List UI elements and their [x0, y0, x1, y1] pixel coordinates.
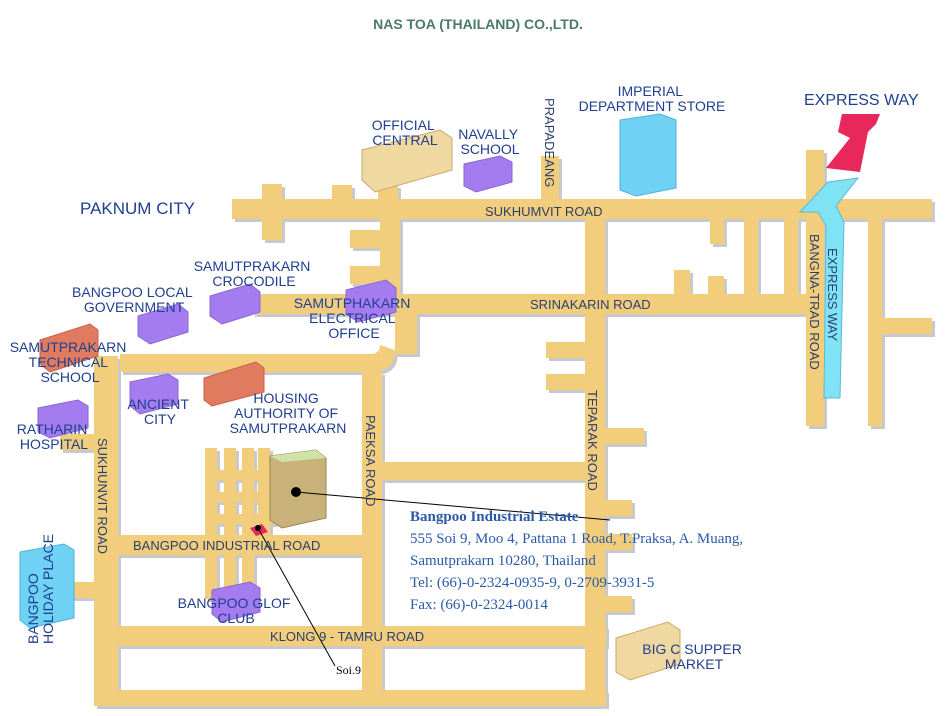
- label-official-central: OFFICIAL CENTRAL: [372, 117, 438, 148]
- road-sukhumvit-left: [94, 356, 118, 706]
- building-technical-school: [39, 323, 99, 373]
- building-ancient-city: [129, 373, 179, 415]
- road-spur: [60, 434, 96, 450]
- building-official-central: [361, 129, 453, 193]
- road-spur: [674, 270, 690, 296]
- building-golf-club: [211, 581, 261, 623]
- label-klong9-road: KLONG 9 - TAMRU ROAD: [270, 629, 424, 644]
- label-sukhunvit-road: SUKHUNVIT ROAD: [95, 438, 110, 554]
- building-imperial: [619, 113, 677, 197]
- road-connector: [380, 462, 586, 480]
- label-ancient-city: ANCIENT CITY: [127, 396, 192, 427]
- road-spur: [744, 216, 758, 312]
- label-electrical-office: SAMUTPHAKARN ELECTRICAL OFFICE: [294, 295, 415, 341]
- road-spur: [546, 342, 586, 358]
- info-address2: Samutprakarn 10280, Thailand: [410, 553, 596, 569]
- building-navally: [463, 155, 513, 193]
- estate-pointer-line: [295, 491, 611, 521]
- label-navally-school: NAVALLY SCHOOL: [458, 126, 522, 157]
- label-housing-authority: HOUSING AUTHORITY OF SAMUTPRAKARN: [230, 390, 347, 436]
- road-prapadeang: [541, 156, 559, 200]
- building-big-c: [615, 621, 681, 681]
- label-soi9: Soi.9: [336, 663, 361, 677]
- label-express-way-vertical: EXPRESS WAY: [825, 248, 840, 342]
- info-tel: Tel: (66)-0-2324-0935-9, 0-2709-3931-5: [410, 575, 654, 591]
- info-fax: Fax: (66)-0-2324-0014: [410, 597, 548, 613]
- express-way-arrow: [826, 114, 880, 172]
- road-teparak: [585, 216, 605, 704]
- road-spur: [262, 184, 282, 240]
- road-bangna-trad: [806, 150, 824, 426]
- express-way: [798, 177, 860, 399]
- road-spur: [546, 374, 586, 390]
- info-name: Bangpoo Industrial Estate: [410, 509, 579, 525]
- building-crocodile: [209, 283, 261, 325]
- road-grid: [205, 492, 275, 502]
- building-local-gov: [137, 303, 189, 345]
- road-spur: [604, 534, 632, 550]
- label-local-gov: BANGPOO LOCAL GOVERNMENT: [72, 284, 196, 315]
- road-paeksa: [362, 372, 382, 704]
- road-spur: [604, 596, 632, 612]
- road-spur: [604, 500, 632, 516]
- info-address1: 555 Soi 9, Moo 4, Pattana 1 Road, T.Prak…: [410, 531, 743, 547]
- estate-info: Bangpoo Industrial Estate 555 Soi 9, Moo…: [410, 509, 743, 613]
- company-title: NAS TOA (THAILAND) CO.,LTD.: [373, 16, 583, 32]
- label-paknum-city: PAKNUM CITY: [80, 199, 195, 218]
- road-grid: [205, 470, 275, 480]
- building-industrial-estate-roof: [270, 450, 326, 462]
- road-connector: [350, 266, 400, 284]
- road-network: [60, 150, 932, 706]
- label-technical-school: SAMUTPRAKARN TECHNICAL SCHOOL: [10, 339, 131, 385]
- road-spur: [708, 276, 724, 296]
- label-prapadeang: PRAPADEANG: [542, 98, 557, 187]
- road-sukhumvit-top: [232, 199, 932, 219]
- label-express-way: EXPRESS WAY: [804, 92, 919, 109]
- label-paeksa-road: PAEKSA ROAD: [363, 415, 378, 507]
- road-spur: [332, 185, 352, 201]
- buildings: [19, 113, 681, 681]
- label-imperial: IMPERIAL DEPARTMENT STORE: [579, 83, 726, 114]
- label-crocodile: SAMUTPRAKARN CROCODILE: [194, 258, 315, 289]
- landmark-labels: OFFICIAL CENTRAL NAVALLY SCHOOL IMPERIAL…: [10, 83, 745, 672]
- building-holiday-place: [19, 543, 75, 629]
- building-electrical-office: [345, 279, 397, 323]
- road-connector: [350, 230, 400, 248]
- road-curve: [120, 345, 395, 372]
- road-bottom: [116, 690, 606, 706]
- label-ratharin-hospital: RATHARIN HOSPITAL: [17, 421, 91, 452]
- building-ratharin: [37, 399, 89, 439]
- road-klong9: [116, 626, 606, 646]
- soi9-pointer-line: [257, 527, 336, 667]
- label-bangna-trad-road: BANGNA-TRAD ROAD: [807, 234, 822, 370]
- road-bangpoo-industrial: [116, 535, 364, 555]
- label-bangpoo-industrial-road: BANGPOO INDUSTRIAL ROAD: [133, 538, 320, 553]
- label-holiday-place: BANGPOO HOLIDAY PLACE: [25, 534, 56, 644]
- label-srinakarin-road: SRINAKARIN ROAD: [530, 297, 651, 312]
- label-sukhumvit-road: SUKHUMVIT ROAD: [485, 204, 603, 219]
- road-grid: [205, 553, 217, 599]
- label-big-c: BIG C SUPPER MARKET: [642, 641, 745, 672]
- building-housing: [203, 361, 265, 407]
- road-grid: [205, 514, 275, 524]
- road-connector: [395, 310, 417, 354]
- road-spur: [604, 428, 644, 444]
- label-golf-club: BANGPOO GLOF CLUB: [178, 595, 295, 626]
- road-spur: [784, 216, 798, 312]
- label-teparak-road: TEPARAK ROAD: [585, 390, 600, 491]
- road-spur: [710, 216, 724, 244]
- road-spur: [874, 318, 932, 334]
